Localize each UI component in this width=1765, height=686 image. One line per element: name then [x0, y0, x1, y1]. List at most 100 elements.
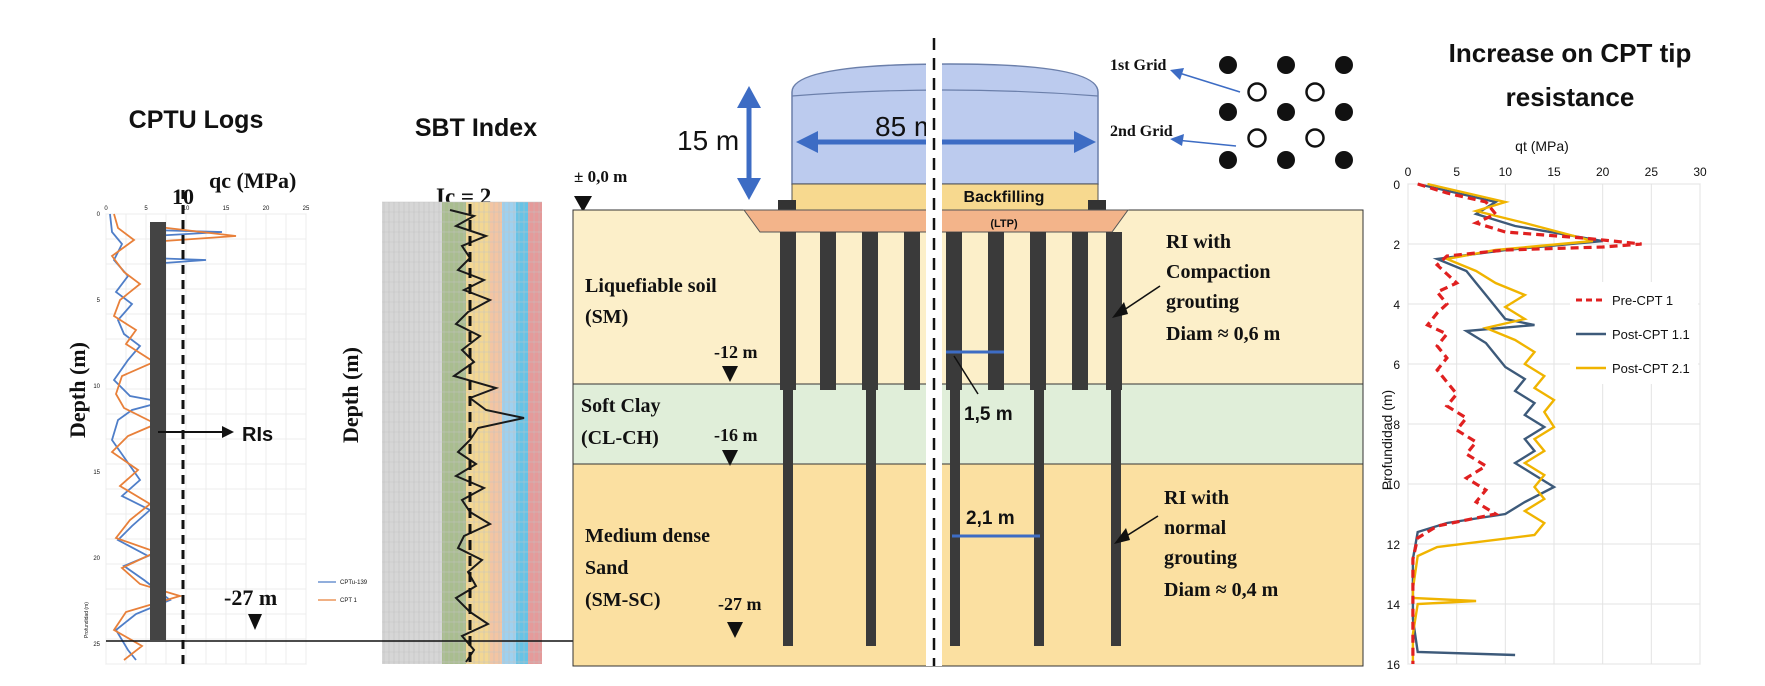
tank-roof-line [791, 89, 1099, 97]
ri2-line-1: RI with [1164, 487, 1229, 509]
layer3-line-3: (SM-SC) [585, 589, 661, 611]
grid-dot-secondary [1247, 82, 1267, 102]
chart-y-tick: 14 [1387, 598, 1401, 612]
piles-left [780, 232, 920, 646]
ri2-line-2: normal [1164, 517, 1227, 539]
grid-dot-primary [1277, 151, 1295, 169]
pile [1072, 232, 1088, 390]
width-arrow-right [1074, 131, 1096, 153]
ri1-line-1: RI with [1166, 231, 1231, 253]
layer3-depth-triangle [727, 622, 743, 638]
tank-body [791, 63, 1099, 185]
chart-x-tick: 5 [1453, 165, 1460, 179]
cptu-depth-label: Depth (m) [65, 342, 90, 438]
section-break-gap [926, 40, 942, 666]
pile-thin [783, 390, 793, 646]
chart-y-tick: 2 [1393, 238, 1400, 252]
cptu-title: CPTU Logs [129, 106, 264, 134]
zero-level-label: ± 0,0 m [574, 167, 627, 186]
pile-thin [1034, 390, 1044, 646]
grid-dot-secondary [1247, 128, 1267, 148]
layer1-depth-triangle [722, 366, 738, 382]
series-post-cpt-2-1 [1411, 182, 1594, 664]
chart-x-tick: 30 [1693, 165, 1707, 179]
cptu-y-tick: 10 [93, 384, 100, 390]
legend-label-cpt1: CPT 1 [340, 598, 358, 604]
cptu-y-tick: 20 [93, 556, 100, 562]
sbt-grid [382, 201, 542, 664]
pile [820, 232, 836, 390]
layer1-line-2: (SM) [585, 306, 628, 328]
sbt-title: SBT Index [415, 114, 537, 142]
cptu-x-tick: 10 [183, 206, 190, 212]
sbt-panel: SBT Index Ic = 2 Depth (m) [338, 114, 542, 664]
cpt1-curve [110, 213, 184, 661]
chart-y-tick: 4 [1393, 298, 1400, 312]
spacing-1-pointer [953, 355, 979, 395]
layer2-line-1: Soft Clay [581, 395, 660, 417]
layer-liquefiable-soil [572, 209, 1364, 385]
grid-dot-primary [1277, 103, 1295, 121]
cptu-139-curve [109, 213, 172, 661]
cptu-x-tick: 25 [303, 206, 310, 212]
grid2-pointer-head [1170, 134, 1184, 146]
layer3-depth: -27 m [718, 594, 762, 614]
layer3-line-1: Medium dense [585, 525, 710, 547]
cptu-x-tick: 5 [144, 206, 148, 212]
layer1-depth: -12 m [714, 342, 758, 362]
chart-x-tick: 25 [1645, 165, 1659, 179]
cptu-depth-marker: -27 m [224, 585, 277, 610]
layer-soft-clay [572, 383, 1364, 465]
grid-dot-primary [1277, 56, 1295, 74]
ltp-label: (LTP) [990, 218, 1018, 230]
spacing-2-label: 2,1 m [966, 508, 1015, 529]
legend-label-cptu139: CPTu-139 [340, 580, 368, 586]
chart-y-tick: 6 [1393, 358, 1400, 372]
cptu-y-tick: 25 [93, 642, 100, 648]
pile [946, 232, 962, 390]
layer1-line-1: Liquefiable soil [585, 275, 717, 297]
tank-foot-right [1088, 200, 1106, 212]
backfill-label: Backfilling [964, 189, 1045, 206]
sbt-zone-blue [516, 202, 528, 664]
sbt-zone-gray [382, 202, 442, 664]
pile [988, 232, 1004, 390]
pile [862, 232, 878, 390]
layer2-depth: -16 m [714, 425, 758, 445]
cptu-x-tick: 20 [263, 206, 270, 212]
cptu-peak-blue-2 [149, 257, 207, 265]
cptu-y-tick: 5 [97, 298, 101, 304]
cptu-y-tick: 15 [93, 470, 100, 476]
sbt-depth-label: Depth (m) [338, 347, 363, 443]
chart-x-tick: 0 [1405, 165, 1412, 179]
grid-dot-secondary [1305, 128, 1325, 148]
grid-dot-primary [1335, 56, 1353, 74]
sbt-zone-red [528, 202, 542, 664]
chart-y-tick: 16 [1387, 658, 1401, 672]
pile [1030, 232, 1046, 390]
layer2-depth-triangle [722, 450, 738, 466]
cpt-chart: Increase on CPT tip resistance qt (MPa) … [1379, 38, 1707, 672]
chart-y-label: Profundidad (m) [1379, 390, 1395, 490]
height-arrow-top [737, 86, 761, 108]
chart-title-line-1: Increase on CPT tip [1449, 38, 1692, 68]
ri1-pointer-head [1112, 302, 1128, 318]
cptu-peak-orange [149, 225, 237, 243]
legend-label: Post-CPT 2.1 [1612, 361, 1690, 376]
ri2-line-4: Diam ≈ 0,4 m [1164, 579, 1279, 601]
cptu-x-tick: 15 [223, 206, 230, 212]
grid-dot-primary [1219, 151, 1237, 169]
ri1-line-2: Compaction [1166, 261, 1270, 283]
pile [904, 232, 920, 390]
pile-thin [950, 390, 960, 646]
grid1-label: 1st Grid [1110, 57, 1167, 74]
cptu-depth-triangle [248, 614, 262, 630]
pile-thin [1111, 390, 1121, 646]
ris-label: RIs [242, 424, 273, 446]
zero-level-triangle [574, 196, 592, 212]
